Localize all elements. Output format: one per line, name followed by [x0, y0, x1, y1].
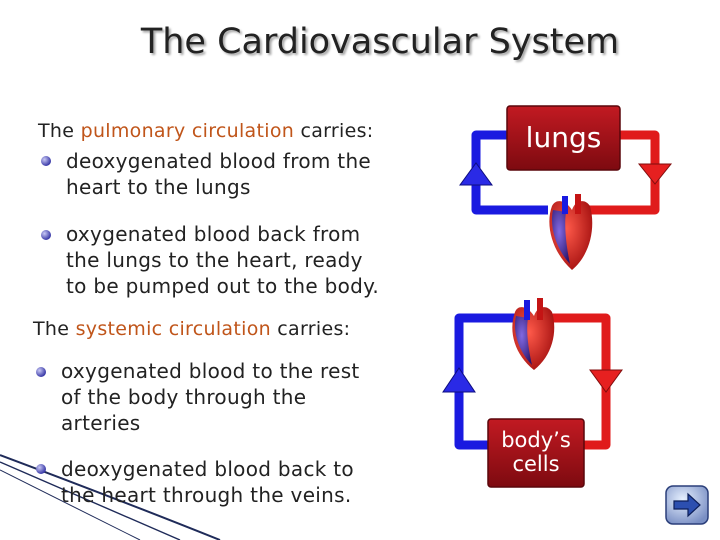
pulmonary-bullet-2-line-1: oxygenated blood back from — [66, 222, 361, 246]
next-arrow-icon[interactable] — [664, 484, 710, 526]
systemic-bullet-1-line-1: oxygenated blood to the rest — [61, 359, 360, 383]
pulmonary-bullet-2-line-2: the lungs to the heart, ready — [66, 248, 363, 272]
systemic-bullet-1-line-3: arteries — [61, 411, 141, 435]
up-arrow-icon — [459, 162, 493, 186]
body-cells-box — [487, 418, 585, 488]
systemic-intro: The systemic circulation carries: — [33, 318, 350, 340]
systemic-bullet-2: deoxygenated blood back to the heart thr… — [61, 456, 354, 508]
page-title: The Cardiovascular System — [140, 22, 620, 62]
heart-icon — [512, 298, 555, 370]
pulmonary-intro-suffix: carries: — [294, 120, 374, 142]
body-cells-label-line-1: body’s — [501, 428, 571, 452]
lungs-label: lungs — [526, 121, 602, 154]
systemic-loop: body’s cells — [442, 298, 623, 488]
pulmonary-highlight: pulmonary circulation — [80, 120, 295, 142]
systemic-bullet-1: oxygenated blood to the rest of the body… — [61, 358, 360, 436]
systemic-intro-suffix: carries: — [270, 318, 351, 340]
pulmonary-intro-prefix: The — [38, 120, 81, 142]
systemic-bullet-1-line-2: of the body through the — [61, 385, 307, 409]
pulmonary-bullet-2-line-3: to be pumped out to the body. — [66, 274, 380, 298]
lungs-box — [506, 105, 621, 171]
pulmonary-loop: lungs — [459, 105, 673, 270]
systemic-bullet-2-line-2: the heart through the veins. — [61, 483, 352, 507]
bullet-dot-icon — [41, 230, 51, 240]
body-cells-label-line-2: cells — [512, 452, 559, 476]
pulmonary-bullet-1-line-1: deoxygenated blood from the — [66, 149, 372, 173]
down-arrow-icon — [589, 369, 623, 393]
heart-icon — [549, 194, 593, 270]
down-arrow-icon — [637, 163, 673, 185]
up-arrow-icon — [442, 367, 476, 393]
bullet-dot-icon — [36, 367, 46, 377]
pulmonary-bullet-1: deoxygenated blood from the heart to the… — [66, 148, 371, 200]
bullet-dot-icon — [41, 156, 51, 166]
systemic-bullet-2-line-1: deoxygenated blood back to — [61, 457, 354, 481]
systemic-intro-prefix: The — [33, 318, 76, 340]
bullet-dot-icon — [36, 464, 46, 474]
pulmonary-bullet-1-line-2: heart to the lungs — [66, 175, 251, 199]
pulmonary-intro: The pulmonary circulation carries: — [38, 120, 374, 142]
pulmonary-bullet-2: oxygenated blood back from the lungs to … — [66, 221, 379, 299]
systemic-highlight: systemic circulation — [75, 318, 271, 340]
